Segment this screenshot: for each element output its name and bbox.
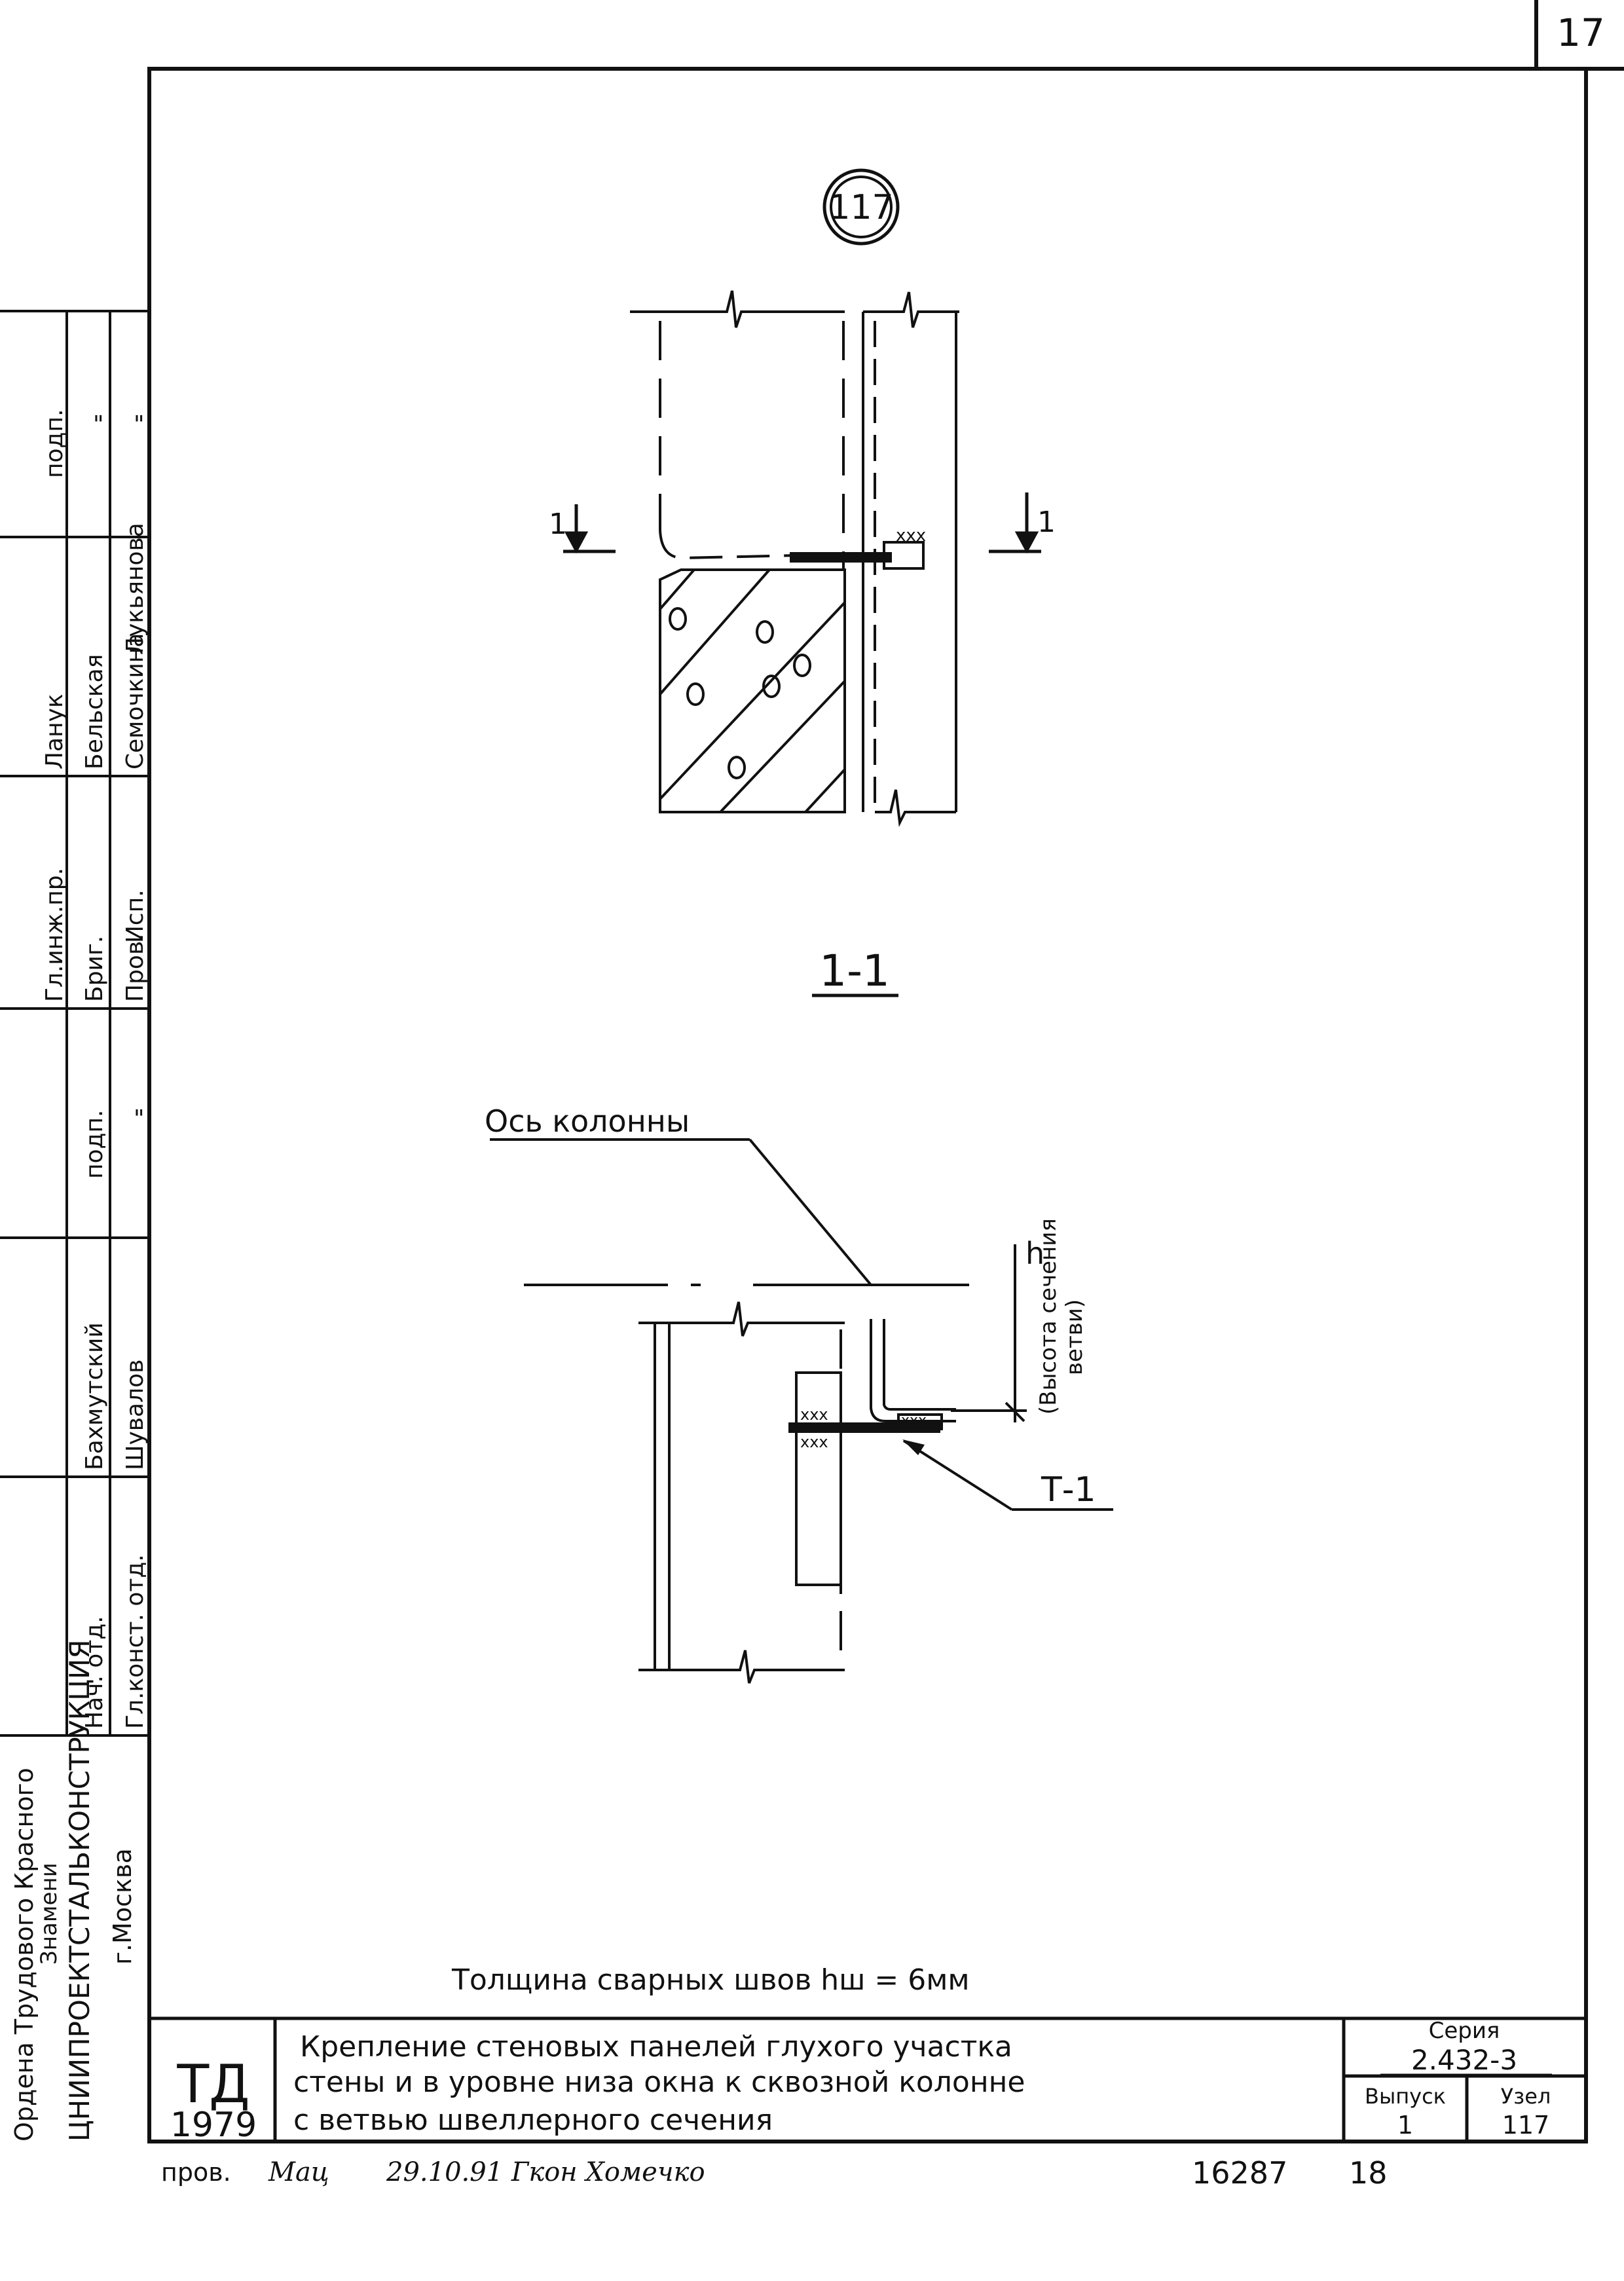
stamp-role-2: Гл.конст. отд. [122, 1554, 149, 1729]
footer-check-note: 29.10.91 Гкон Хомечко [386, 2157, 705, 2187]
issue-value: 1 [1397, 2111, 1413, 2140]
stamp-org-line4: г.Москва [108, 1848, 137, 1965]
dimension-note-line1: (Высота сечения [1035, 1218, 1061, 1415]
node-marker: 117 [822, 168, 900, 246]
title-line-1: Крепление стеновых панелей глухого участ… [300, 2030, 1012, 2064]
stamp-sign-header-bottom: подп. [81, 1110, 108, 1179]
stamp-sign-ditto-3: " [134, 1105, 145, 1132]
stamp-sign-ditto-2: " [134, 411, 145, 438]
stamp-sign-ditto-1: " [93, 411, 104, 438]
stamp-role-5: Пров. [122, 933, 149, 1002]
weld-marks-plan-angle: xxx [901, 1413, 927, 1429]
sheet-number: 17 [1557, 10, 1605, 55]
stamp-name-1: Бахмутский [81, 1322, 108, 1470]
section-mark-left: 1 [549, 508, 567, 541]
node-value: 117 [1502, 2111, 1550, 2140]
node-label: Узел [1501, 2084, 1551, 2109]
stamp-org-line2: Знамени [36, 1863, 62, 1965]
stamp-name-3: Ланук [41, 694, 68, 770]
sheet-frame [147, 0, 1624, 2143]
dimension-h: h [1025, 1236, 1044, 1271]
stamp-role-4: Бриг. [81, 936, 108, 1002]
series-label: Серия [1429, 2018, 1500, 2044]
stamp-org: Ордена Трудового Красного Знамени ЦНИИПР… [10, 1640, 137, 2142]
footer-check-sign: Мац [268, 2157, 329, 2187]
title-line-2: стены и в уровне низа окна к сквозной ко… [293, 2066, 1025, 2099]
section-mark-right: 1 [1037, 506, 1056, 539]
title-logo: ТД [176, 2054, 249, 2115]
stamp-role-1: Нач. отд. [81, 1616, 108, 1729]
stamp-name-2: Шувалов [122, 1360, 149, 1470]
stamp-name-5: Семочкина [122, 633, 149, 770]
stamp-role-6: Исп. [122, 889, 149, 943]
node-marker-label: 117 [828, 188, 893, 227]
weld-marks-plan-top: xxx [800, 1405, 828, 1424]
title-line-3: с ветвью швеллерного сечения [293, 2104, 773, 2137]
elevation-view [630, 290, 959, 827]
stamp-org-line3: ЦНИИПРОЕКТСТАЛЬКОНСТРУКЦИЯ [64, 1640, 96, 2142]
tag-t1: Т-1 [1041, 1470, 1096, 1510]
stamp-role-3: Гл.инж.пр. [41, 868, 68, 1002]
footer-check-label: пров. [161, 2158, 231, 2187]
issue-label: Выпуск [1365, 2084, 1446, 2109]
stamp-name-4: Бельская [81, 654, 108, 770]
dimension-note: (Высота сечения ветви) [1035, 1218, 1088, 1415]
approval-stamp [0, 310, 149, 1737]
section-cut-left [563, 504, 616, 554]
weld-note: Толщина сварных швов hш = 6мм [451, 1963, 970, 1997]
t1-leader-arrow [902, 1439, 925, 1455]
section-cut-right [989, 492, 1041, 554]
weld-marks-elevation: xxx [896, 526, 926, 546]
stamp-name-6: Лукьянова [122, 523, 149, 655]
title-block [149, 2016, 1586, 2142]
column-axis-label: Ось колонны [485, 1103, 690, 1139]
stamp-sign-header-top: подп. [41, 409, 68, 478]
series-value: 2.432-3 [1411, 2044, 1517, 2076]
weld-marks-plan-bottom: xxx [800, 1433, 828, 1451]
stamp-org-line1: Ордена Трудового Красного [10, 1768, 39, 2142]
footer-sheet-count: 18 [1349, 2155, 1388, 2191]
section-title: 1-1 [819, 946, 890, 996]
footer-doc-number: 16287 [1192, 2155, 1287, 2191]
dimension-note-line2: ветви) [1061, 1299, 1088, 1375]
plan-section [490, 1138, 1113, 1684]
title-year: 1979 [170, 2105, 257, 2145]
